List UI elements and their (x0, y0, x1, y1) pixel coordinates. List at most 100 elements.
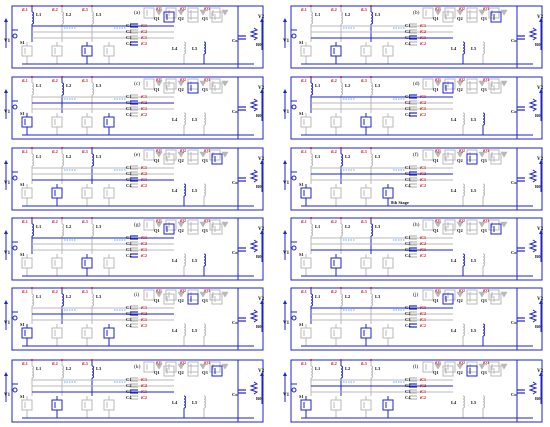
load-resistor (528, 169, 538, 183)
capacitor-label: C3 (126, 106, 132, 111)
inductor-coil (183, 183, 186, 197)
diode (456, 9, 464, 16)
node-dot (370, 147, 372, 149)
circuit-frame (11, 5, 264, 69)
inductor-coil (203, 323, 206, 337)
mosfet-switch (187, 361, 199, 373)
current-label: iC1 (420, 165, 426, 170)
panel-label: (a) (134, 9, 140, 16)
circuit-frame (290, 217, 543, 281)
current-label: iQ1 (156, 361, 162, 365)
vout-label: V2 (537, 15, 544, 20)
current-label: iC1 (141, 247, 147, 252)
vin-label: V1 (283, 393, 290, 398)
panel-label: (d) (413, 80, 420, 87)
current-label: iL3 (361, 289, 367, 294)
current-label: iL2 (52, 219, 58, 224)
mosfet-switch (466, 223, 478, 235)
cout-label: Co (511, 38, 517, 43)
mosfet-switch (163, 293, 175, 305)
diode (199, 9, 207, 16)
current-label: iL1 (22, 219, 28, 224)
node-dot (340, 76, 342, 78)
mosfet-switch (51, 187, 63, 199)
circuit-frame (11, 359, 264, 423)
inductor-coil (61, 293, 64, 307)
mosfet-switch (490, 223, 502, 235)
current-label: iQ1 (435, 361, 441, 365)
diode (155, 291, 163, 298)
source-symbol (12, 315, 18, 321)
load-resistor (528, 239, 538, 253)
diode (434, 80, 442, 87)
current-label: iC2 (141, 112, 147, 117)
capacitor-label: C2 (405, 29, 411, 34)
arrow-head (260, 372, 264, 376)
capacitor-label: C3 (405, 177, 411, 182)
inductor-label: L1 (36, 154, 42, 159)
mosfet-switch (163, 365, 175, 377)
capacitor-label: C3 (126, 247, 132, 252)
arrow-head (539, 300, 543, 304)
current-label: iL3 (82, 361, 88, 366)
mosfet-switch (21, 45, 33, 57)
circuit-frame (11, 217, 264, 281)
inductor-coil (203, 41, 206, 55)
current-label: iQ2 (180, 78, 186, 82)
panel-label: (h) (413, 221, 420, 228)
switch-label: S1 (299, 322, 305, 327)
vin-label: V1 (283, 39, 290, 44)
node-dot (370, 217, 372, 219)
current-label: iL2 (52, 289, 58, 294)
current-label: iL1 (22, 361, 28, 366)
inductor-label: L2 (66, 224, 72, 229)
inductor-label: L4 (451, 46, 457, 51)
diode (177, 221, 185, 228)
node-dot (340, 217, 342, 219)
inductor-label: L5 (192, 188, 198, 193)
current-label: iL3 (82, 78, 88, 83)
current-label: iL2 (52, 361, 58, 366)
mosfet-switch (143, 7, 155, 19)
inductor-label: L2 (345, 294, 351, 299)
node-dot (31, 147, 33, 149)
mosfet-switch (187, 365, 199, 377)
switch-label: S1 (20, 182, 26, 187)
switch-q-label: Q1 (433, 87, 440, 92)
switch-label: S1 (299, 111, 305, 116)
inductor-coil (482, 395, 485, 409)
current-label: iQ1 (156, 219, 162, 223)
panel-label: (c) (134, 80, 140, 87)
capacitor-label: C2 (126, 241, 132, 246)
mosfet-switch (21, 399, 33, 411)
arrow-head (260, 89, 264, 93)
load-resistor (249, 239, 259, 253)
capacitor-label: C4 (405, 112, 411, 117)
current-label: iL2 (52, 7, 58, 12)
current-label: iC1 (420, 23, 426, 28)
diode (199, 80, 207, 87)
inductor-label: L3 (375, 12, 381, 17)
inductor-label: L1 (315, 154, 321, 159)
switch-label: S1 (299, 252, 305, 257)
mosfet-switch (382, 327, 394, 339)
inductor-label: L1 (36, 224, 42, 229)
switch-q-label: Q3 (481, 87, 488, 92)
load-label: R0 (256, 42, 262, 47)
current-label: iC2 (420, 253, 426, 258)
inductor-coil (61, 11, 64, 25)
arrow-head (260, 230, 264, 234)
capacitor-label: C3 (405, 35, 411, 40)
vin-label: V1 (4, 39, 11, 44)
current-label: iC1 (420, 235, 426, 240)
inductor-coil (203, 112, 206, 126)
mosfet-switch (300, 45, 312, 57)
diode (221, 363, 229, 370)
switch-q-label: Q2 (178, 298, 185, 303)
mosfet-switch (490, 82, 502, 94)
diode (434, 291, 442, 298)
current-label: iL2 (331, 361, 337, 366)
inductor-coil (91, 82, 94, 96)
